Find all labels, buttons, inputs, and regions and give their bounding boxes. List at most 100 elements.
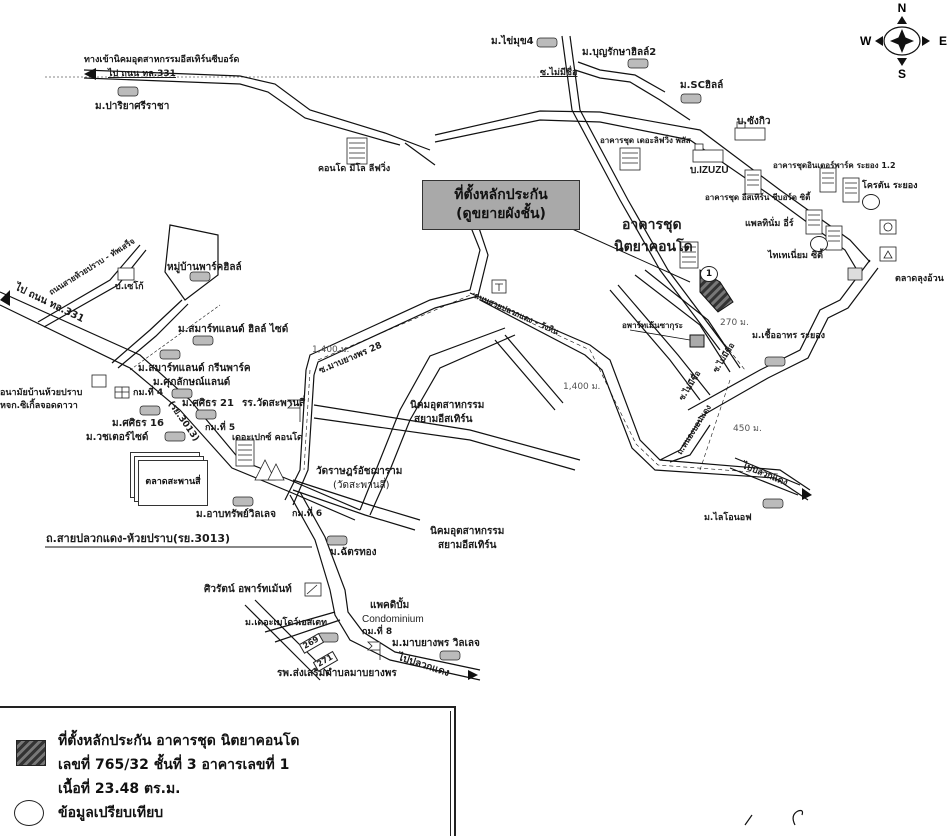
market-icon [879, 219, 897, 235]
callout-line1: ที่ตั้งหลักประกัน [454, 187, 548, 204]
road-label-3013-full: ถ.สายปลวกแดง-ห้วยปราบ(รย.3013) [46, 532, 231, 545]
legend-subject-line3: เนื้อที่ 23.48 ตร.ม. [58, 781, 181, 797]
compass-e: E [939, 34, 947, 48]
collateral-location-callout[interactable]: ที่ตั้งหลักประกัน (ดูขยายผังชั้น) [422, 180, 580, 230]
arrow-left-icon [0, 290, 10, 306]
place-label: กม.ที่ 4 [133, 388, 164, 398]
legend-hatch-icon [16, 740, 46, 766]
place-label: คอนโด มีโล ลีฟวิ่ง [318, 164, 391, 174]
place-label: อาคารชุดอินเตอร์พาร์ค ระยอง 1.2 [773, 161, 896, 170]
road-331-top [83, 69, 871, 276]
place-label: ม.ศศิธร 16 [112, 418, 164, 429]
market-sapan-si: ตลาดสะพานสี่ [138, 460, 208, 506]
road-label-estate-entrance: ทางเข้านิคมอุตสาหกรรมอีสเทิร์นซีบอร์ด [84, 55, 240, 65]
apartment-sakura-marker [689, 334, 705, 348]
road-label-soi-no-name-top: ซ.ไม่มีชื่อ [540, 68, 578, 78]
building-icon [619, 147, 641, 171]
market-icon [847, 267, 863, 281]
comparison-marker-2[interactable] [810, 236, 828, 252]
place-label: เดอะเปกซ์ คอนโด [232, 433, 303, 443]
distance-label: 1,400 ม. [563, 382, 601, 392]
house-icon [762, 498, 784, 509]
road-to-pluak-daeng-east [729, 457, 801, 496]
place-label: ม.ปาริยาศรีราชา [95, 101, 170, 112]
place-label: ไทเทเนี่ยม ซิตี้ [768, 251, 823, 261]
house-icon [439, 650, 461, 661]
building-icon [825, 225, 843, 251]
place-label: ม.บุญรักษาฮิลล์2 [582, 47, 657, 58]
house-icon [192, 335, 214, 346]
signature-mark [744, 809, 804, 826]
place-sublabel: (วัดสะพานสี่) [333, 480, 390, 491]
distance-label: 450 ม. [733, 424, 762, 434]
building-icon [346, 137, 368, 165]
place-label: แพลทินั่ม อี่ร์ [745, 219, 794, 229]
place-label: วัดราษฎร์อัชฌาราม [316, 466, 403, 477]
arrow-right-icon [802, 488, 812, 500]
place-label: ม.มาบยางพร วิลเลจ [392, 638, 480, 649]
legend-comparison-label: ข้อมูลเปรียบเทียบ [58, 805, 164, 821]
place-label: บ.ซังกิว [737, 116, 771, 127]
place-label: บ.IZUZU [690, 165, 729, 176]
house-icon [189, 271, 211, 282]
house-icon [627, 58, 649, 69]
building-icon [744, 169, 762, 195]
house-icon [195, 409, 217, 420]
place-label: แพคดิบั้ม [370, 600, 410, 611]
map-legend: ที่ตั้งหลักประกัน อาคารชุด นิตยาคอนโด เล… [0, 706, 456, 836]
comparison-marker-1[interactable]: 1 [700, 266, 718, 282]
place-label: กม.ที่ 5 [205, 423, 236, 433]
place-label: อพาร์ทเม้นซากุระ [622, 321, 683, 330]
compass-s: S [898, 67, 906, 80]
place-label: อนามัยบ้านห้วยปราบ [0, 388, 83, 398]
road-industrial [292, 327, 581, 531]
distance-label: 270 ม. [720, 318, 749, 328]
legend-subject-line2: เลขที่ 765/32 ชั้นที่ 3 อาคารเลขที่ 1 [58, 757, 290, 773]
callout-line2: (ดูขยายผังชั้น) [456, 206, 546, 222]
house-icon [680, 93, 702, 104]
place-label: ม.ไลโอนอฟ [704, 513, 752, 523]
place-label: รพ.ส่งเสริมตำบลมาบยางพร [277, 668, 397, 679]
apartment-leader [629, 329, 691, 341]
place-label: หมู่บ้านพาร์คฮิลล์ [167, 262, 242, 273]
office-icon [114, 386, 130, 399]
factory-icon [734, 121, 766, 141]
place-label: ม.วชเตอร์ไซด์ [86, 432, 149, 443]
house-icons [117, 37, 786, 661]
house-icon [164, 431, 186, 442]
place-label: ม.สมาร์ทแลนด์ กรีนพาร์ค [138, 363, 251, 374]
building-icon [805, 209, 823, 235]
house-icon [232, 496, 254, 507]
road-south [244, 491, 481, 681]
house-icon [159, 349, 181, 360]
place-label: ม.สมาร์ทแลนด์ ฮิลล์ ไซด์ [178, 324, 289, 335]
building-icon [842, 177, 860, 203]
place-label: นิคมอุตสาหกรรม [410, 400, 485, 411]
place-label: ม.เดอะเมโดว์เอสเตท [245, 618, 328, 628]
building-icon [819, 167, 837, 193]
flag-icon [287, 399, 301, 422]
arrow-icons [0, 68, 812, 680]
arrow-left-icon [84, 68, 96, 80]
compass-n: N [898, 1, 907, 15]
place-sublabel: สยามอีสเทิร์น [438, 540, 497, 551]
factory-icon [117, 267, 135, 281]
house-icon [326, 535, 348, 546]
place-label: หจก.ซิเกิ้ลจอดดาวา [0, 401, 78, 411]
place-label: ม.เชื้ออาทร ระยอง [752, 331, 826, 341]
legend-subject-line1: ที่ตั้งหลักประกัน อาคารชุด นิตยาคอนโด [58, 733, 300, 749]
subject-label-1: อาคารชุด [622, 217, 682, 233]
road-north-south [561, 35, 729, 351]
comparison-marker-3[interactable] [862, 194, 880, 210]
place-label: ม.อาบทรัพย์วิลเลจ [196, 509, 276, 520]
place-label: โครตัน ระยอง [862, 181, 918, 191]
building-icon [235, 439, 255, 467]
house-icon [536, 37, 558, 48]
house-icon [764, 356, 786, 367]
place-label: รร.วัดสะพานสี่ [242, 398, 306, 409]
factory-icon [692, 143, 724, 163]
place-label: อาคารชุด เดอะลิฟวิ่ง พลัส [600, 136, 691, 145]
building-icon [679, 241, 699, 269]
place-label: นิคมอุตสาหกรรม [430, 526, 505, 537]
road-pluak-daeng-wang-hin [469, 292, 811, 501]
